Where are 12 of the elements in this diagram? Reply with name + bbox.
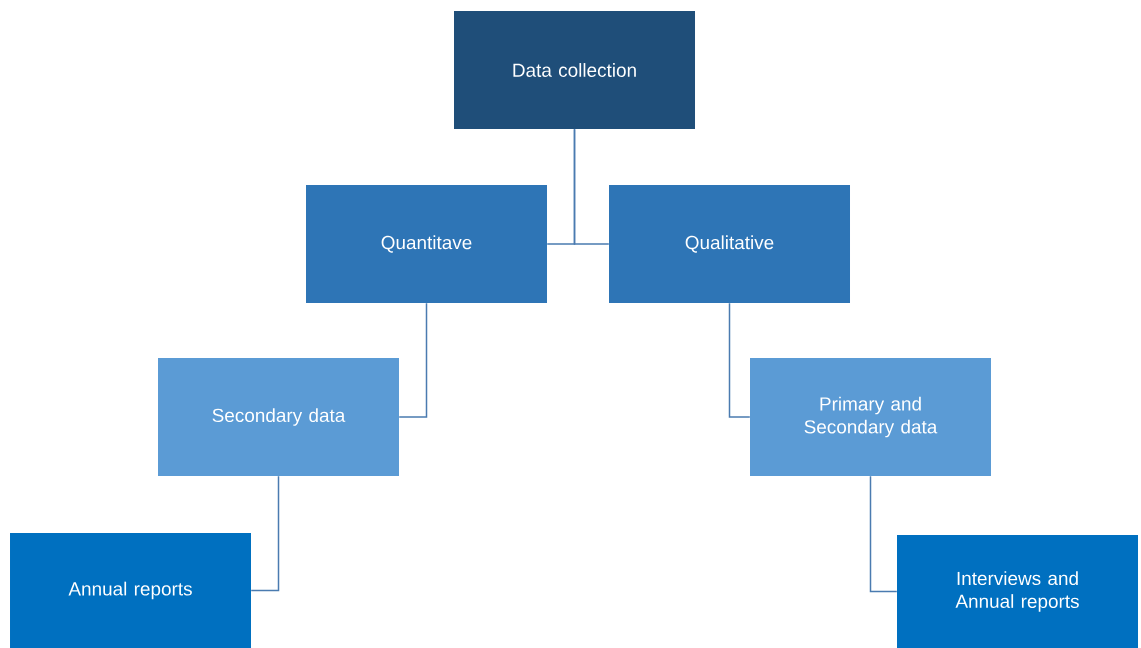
box: Annual reports [10,533,251,648]
box: Secondary data [158,358,399,476]
connector [398,302,428,418]
connector [250,475,280,592]
box: Qualitative [609,185,850,303]
box: Primary and Secondary data [750,358,991,476]
box: Interviews and Annual reports [897,535,1138,648]
connector [573,128,610,245]
box: Quantitave [306,185,547,303]
box: Data collection [454,11,695,129]
connector [728,302,751,418]
connector [869,475,898,593]
